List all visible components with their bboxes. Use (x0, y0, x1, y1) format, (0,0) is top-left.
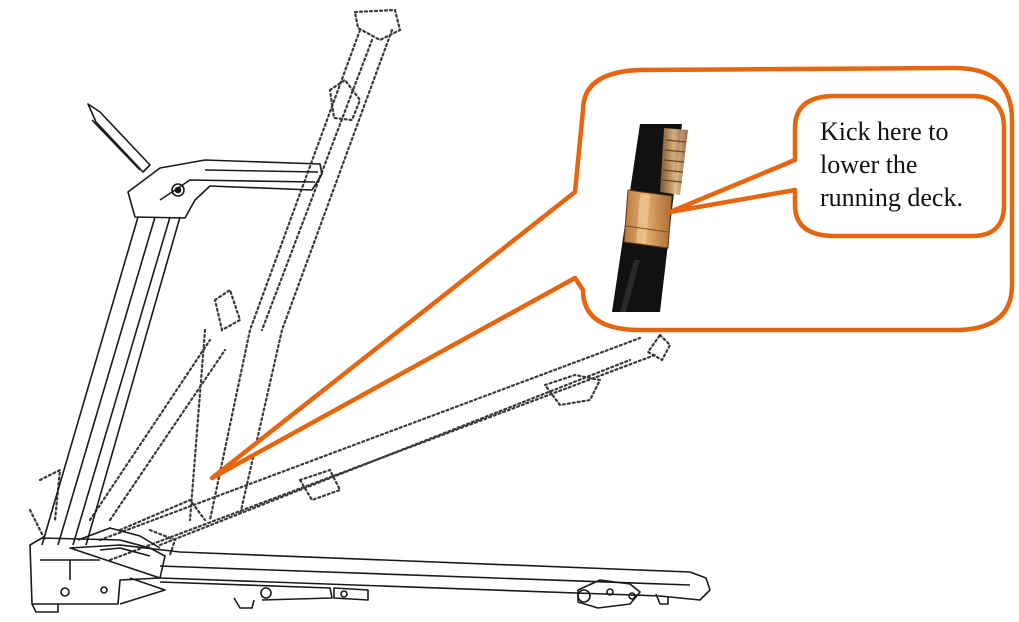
callout-instruction-text: Kick here to lower the running deck. (820, 115, 1005, 214)
callout-line-2: lower the (820, 150, 918, 179)
folded-deck-ghost-angled (28, 333, 672, 562)
callout-line-1: Kick here to (820, 117, 949, 146)
treadmill-drawing (29, 103, 711, 613)
folded-deck-ghost-upright (88, 8, 402, 522)
callout-line-3: running deck. (820, 183, 963, 212)
latch-closeup-photo (612, 124, 690, 312)
text-bubble-outline (667, 93, 1007, 239)
